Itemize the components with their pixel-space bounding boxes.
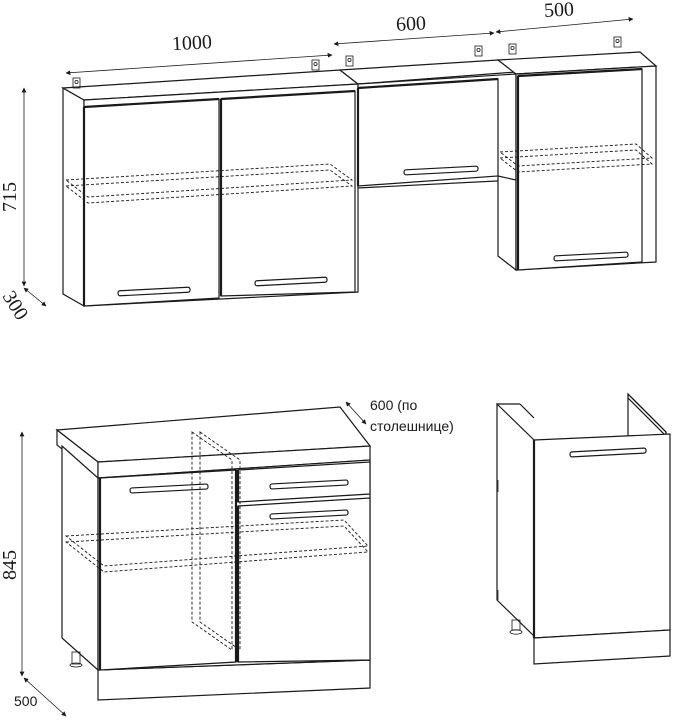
dimension-lower-depth: 500 xyxy=(14,677,67,717)
dim-label-500-depth: 500 xyxy=(14,693,38,709)
dim-label-845: 845 xyxy=(0,550,21,580)
sink-door xyxy=(533,433,671,639)
dim-label-1000: 1000 xyxy=(171,31,212,55)
dimension-upper-width-2: 600 xyxy=(333,12,495,47)
dimension-lower-height: 845 xyxy=(0,431,25,677)
hanger-icon xyxy=(474,45,483,57)
dimension-upper-width-3: 500 xyxy=(495,0,634,34)
handle xyxy=(117,286,191,297)
dim-label-countertop-line1: 600 (по xyxy=(370,397,417,413)
hanger-icon xyxy=(508,43,517,55)
handle xyxy=(269,479,349,490)
upper-left-door xyxy=(83,98,220,307)
upper-cabinet-600 xyxy=(338,45,518,189)
sink-plinth xyxy=(533,629,671,665)
lower-left-door xyxy=(99,469,237,671)
handle xyxy=(129,483,209,494)
dim-label-600: 600 xyxy=(395,12,426,36)
adjustable-leg-icon xyxy=(69,651,83,668)
handle xyxy=(553,251,629,262)
dim-label-715: 715 xyxy=(0,182,21,212)
hanger-icon xyxy=(72,77,81,89)
upper-single-door xyxy=(517,68,643,271)
upper-cabinet-1000 xyxy=(60,59,360,308)
adjustable-leg-icon xyxy=(509,619,523,635)
upper-lift-door xyxy=(357,78,499,187)
dim-label-500: 500 xyxy=(543,0,574,22)
dimension-upper-depth: 300 xyxy=(0,287,47,324)
hanger-icon xyxy=(311,59,320,71)
dim-label-300: 300 xyxy=(0,287,32,324)
upper-cabinet-500 xyxy=(496,36,658,272)
handle xyxy=(269,509,349,520)
handle xyxy=(569,447,647,458)
dimension-upper-width-1: 1000 xyxy=(65,31,333,76)
dim-label-countertop-line2: столешнице) xyxy=(370,418,454,434)
lower-right-door xyxy=(237,497,371,663)
dimension-upper-height: 715 xyxy=(0,87,27,287)
dimension-countertop-depth: 600 (по столешнице) xyxy=(345,397,454,434)
hanger-icon xyxy=(613,36,622,48)
lower-cabinet-1000 xyxy=(55,406,372,701)
handle xyxy=(403,165,479,176)
hanger-icon xyxy=(345,55,354,67)
handle xyxy=(254,276,328,287)
sink-cabinet xyxy=(496,392,671,665)
